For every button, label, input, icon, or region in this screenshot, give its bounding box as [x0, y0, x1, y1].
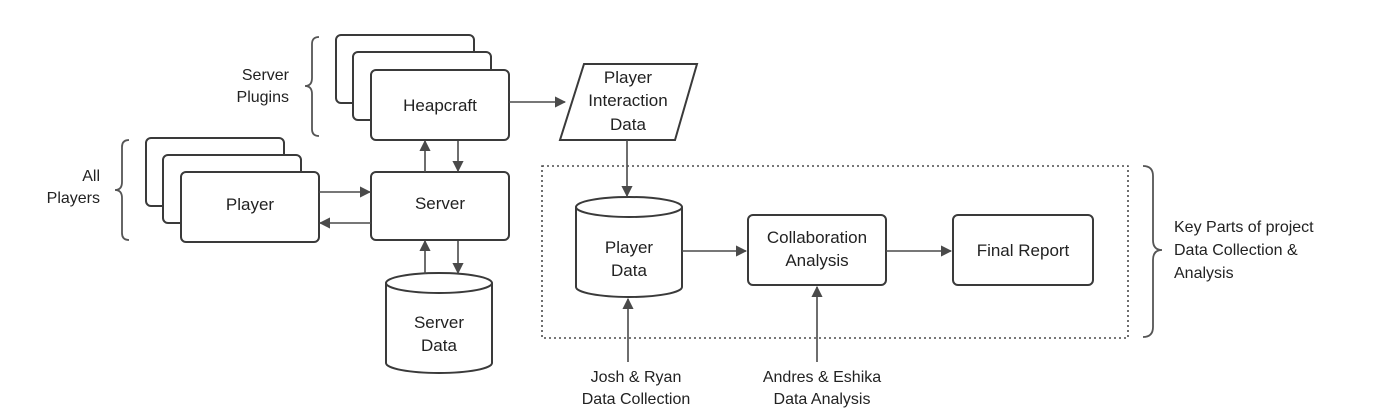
player-data-body: [575, 207, 683, 298]
all-players-stack: Player: [145, 137, 320, 243]
player-data-label-line-1: Player: [605, 238, 654, 257]
all-players-label-line-1: All: [82, 168, 100, 185]
player-data-label-line-2: Data: [611, 261, 647, 280]
player-data-cylinder: Player Data: [575, 196, 683, 298]
server-data-top: [385, 272, 493, 294]
andres-eshika-line-1: Andres & Eshika: [763, 369, 881, 386]
key-parts-label-line-3: Analysis: [1174, 265, 1234, 282]
key-parts-dotted-boundary: [541, 165, 1129, 339]
all-players-label-line-2: Players: [47, 190, 100, 207]
server-data-cylinder: Server Data: [385, 272, 493, 374]
server-label: Server: [415, 194, 465, 213]
player-interaction-data-box: [558, 63, 699, 141]
server-box: [370, 171, 510, 241]
collaboration-analysis-line-1: Collaboration: [767, 228, 867, 247]
final-report-box: [952, 214, 1094, 286]
key-parts-label-line-2: Data Collection &: [1174, 242, 1298, 259]
server-plugins-stack: Heapcraft: [335, 34, 510, 141]
player-box: [180, 171, 320, 243]
player-label: Player: [226, 195, 275, 214]
all-players-brace: [114, 139, 130, 241]
collaboration-analysis-line-2: Analysis: [785, 251, 848, 270]
server-plugins-label-line-1: Server: [242, 67, 290, 84]
heapcraft-box: [370, 69, 510, 141]
server-data-label-line-2: Data: [421, 336, 457, 355]
server-plugins-label-line-2: Plugins: [237, 89, 289, 106]
player-interaction-data-line-3: Data: [610, 115, 646, 134]
key-parts-label-line-1: Key Parts of project: [1174, 219, 1314, 236]
andres-eshika-line-2: Data Analysis: [774, 391, 871, 408]
player-interaction-data-line-2: Interaction: [588, 91, 667, 110]
heapcraft-label: Heapcraft: [403, 96, 477, 115]
server-plugins-brace: [304, 36, 320, 137]
player-interaction-data-shape: Player Interaction Data: [558, 63, 699, 141]
server-data-body: [385, 283, 493, 374]
server-data-label-line-1: Server: [414, 313, 464, 332]
collaboration-analysis-box: [747, 214, 887, 286]
final-report-label: Final Report: [977, 241, 1070, 260]
josh-ryan-line-1: Josh & Ryan: [591, 369, 682, 386]
josh-ryan-line-2: Data Collection: [582, 391, 691, 408]
player-data-top: [575, 196, 683, 218]
key-parts-brace: [1142, 165, 1163, 338]
player-interaction-data-line-1: Player: [604, 68, 653, 87]
